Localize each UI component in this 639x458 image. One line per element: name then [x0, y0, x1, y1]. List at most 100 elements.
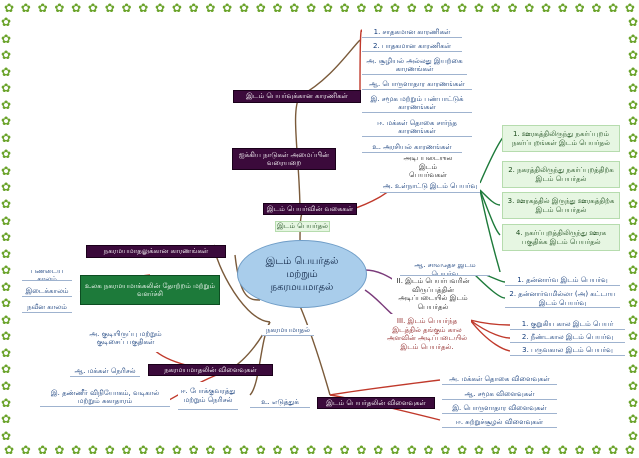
border-flower-icon: ✿	[255, 1, 266, 15]
border-flower-icon: ✿	[306, 443, 317, 457]
border-flower-icon: ✿	[322, 443, 333, 457]
internal-item: 1. ஊரகத்திலிருந்து நகர்ப்புறம் நகர்ப்புற…	[502, 125, 620, 152]
types-title: இடம் பெயர்வின் வகைகள்	[263, 203, 357, 215]
border-flower-icon: ✿	[574, 443, 585, 457]
border-flower-icon: ✿	[627, 345, 639, 360]
cause-item: அ. சூழியல் அல்லது இயற்கை காரணங்கள்	[362, 56, 467, 75]
border-flower-icon: ✿	[205, 1, 216, 15]
border-flower-icon: ✿	[423, 443, 434, 457]
border-flower-icon: ✿	[627, 213, 639, 228]
border-flower-icon: ✿	[0, 412, 12, 427]
cause-item: உ. அரசியல் காரணங்கள்	[362, 142, 462, 153]
top-border: ✿✿✿✿✿✿✿✿✿✿✿✿✿✿✿✿✿✿✿✿✿✿✿✿✿✿✿✿✿✿✿✿✿✿✿✿✿✿	[0, 0, 639, 16]
border-flower-icon: ✿	[0, 147, 12, 162]
motive-basis: II. இடம் பெயர்பவரின் விருப்பத்தின் அடிப்…	[392, 277, 474, 311]
urban-effect-item: ஈ. போக்குவரத்து மற்றும் நெரிசல்	[178, 382, 238, 410]
border-flower-icon: ✿	[0, 130, 12, 145]
border-flower-icon: ✿	[541, 443, 552, 457]
border-flower-icon: ✿	[524, 443, 535, 457]
border-flower-icon: ✿	[289, 443, 300, 457]
cause-item: 2. பாதகமான காரணிகள்	[362, 41, 462, 52]
border-flower-icon: ✿	[574, 1, 585, 15]
border-flower-icon: ✿	[188, 1, 199, 15]
duration-item: 1. குறுகிய கால இடம் பெயர்	[510, 319, 625, 330]
border-flower-icon: ✿	[306, 1, 317, 15]
central-topic: இடம் பெயர்தல் மற்றும் நகரமயமாதல்	[237, 240, 367, 308]
cause-item: ஆ. பொருளாதார காரணங்கள்	[362, 79, 472, 90]
border-flower-icon: ✿	[627, 15, 639, 29]
border-flower-icon: ✿	[627, 362, 639, 377]
border-flower-icon: ✿	[541, 1, 552, 15]
international-item: 2. தன்னார்வமில்லா (அ) கட்டாய இடம் பெயர்வ…	[505, 290, 620, 308]
basis-title: அடிப்படையில் இடம் பெயர்வுகள்	[400, 157, 456, 177]
international-item: 1. தன்னார்வ இடம் பெயர்வு	[505, 275, 620, 286]
border-flower-icon: ✿	[0, 64, 12, 79]
border-flower-icon: ✿	[0, 362, 12, 377]
border-flower-icon: ✿	[473, 443, 484, 457]
border-flower-icon: ✿	[627, 64, 639, 79]
internal-item: 3. ஊரகத்தில் இருந்து ஊரகத்திற்க இடம் பெய…	[502, 192, 620, 219]
effect-item: ஆ. சமூக விளைவுகள்	[442, 389, 557, 400]
border-flower-icon: ✿	[457, 443, 468, 457]
border-flower-icon: ✿	[423, 1, 434, 15]
border-flower-icon: ✿	[255, 443, 266, 457]
border-flower-icon: ✿	[54, 1, 65, 15]
border-flower-icon: ✿	[627, 31, 639, 46]
border-flower-icon: ✿	[0, 81, 12, 96]
border-flower-icon: ✿	[627, 197, 639, 212]
border-flower-icon: ✿	[0, 163, 12, 178]
internal-item: 2. நகரத்திலிருந்து நகர்ப்புறத்திற்க இடம்…	[502, 161, 620, 188]
types-subtitle: இடம் பெயர்தல்	[275, 221, 330, 232]
border-flower-icon: ✿	[0, 197, 12, 212]
left-border: ✿✿✿✿✿✿✿✿✿✿✿✿✿✿✿✿✿✿✿✿✿✿✿✿✿✿	[0, 16, 12, 442]
border-flower-icon: ✿	[591, 443, 602, 457]
border-flower-icon: ✿	[0, 279, 12, 294]
border-flower-icon: ✿	[507, 1, 518, 15]
border-flower-icon: ✿	[627, 163, 639, 178]
bottom-border: ✿✿✿✿✿✿✿✿✿✿✿✿✿✿✿✿✿✿✿✿✿✿✿✿✿✿✿✿✿✿✿✿✿✿✿✿✿✿	[0, 442, 639, 458]
border-flower-icon: ✿	[205, 443, 216, 457]
border-flower-icon: ✿	[507, 443, 518, 457]
border-flower-icon: ✿	[37, 443, 48, 457]
border-flower-icon: ✿	[627, 395, 639, 410]
border-flower-icon: ✿	[557, 443, 568, 457]
border-flower-icon: ✿	[0, 379, 12, 394]
border-flower-icon: ✿	[356, 1, 367, 15]
border-flower-icon: ✿	[171, 1, 182, 15]
border-flower-icon: ✿	[238, 443, 249, 457]
urbanization-label: நகரமயமாதல்	[262, 325, 314, 336]
border-flower-icon: ✿	[0, 15, 12, 29]
border-flower-icon: ✿	[155, 1, 166, 15]
border-flower-icon: ✿	[20, 443, 31, 457]
border-flower-icon: ✿	[627, 412, 639, 427]
cause-item: 1. சாதகமான காரணிகள்	[362, 27, 462, 38]
border-flower-icon: ✿	[71, 1, 82, 15]
cause-item: இ. சமூக மற்றும் பண்பாட்டுக் காரணங்கள்	[362, 94, 472, 113]
border-flower-icon: ✿	[289, 1, 300, 15]
border-flower-icon: ✿	[54, 443, 65, 457]
era-item: பண்டைய காலம்	[22, 270, 72, 281]
border-flower-icon: ✿	[71, 443, 82, 457]
border-flower-icon: ✿	[389, 1, 401, 15]
border-flower-icon: ✿	[627, 279, 639, 294]
border-flower-icon: ✿	[272, 1, 283, 15]
border-flower-icon: ✿	[0, 296, 12, 311]
border-flower-icon: ✿	[627, 246, 639, 261]
urban-effect-item: இ. தண்ணீர் விநியோகம், வடிகால் மற்றும் சு…	[40, 388, 170, 407]
urban-reasons-title: நகரமயமாதலுக்கான காரணங்கள்	[86, 245, 226, 258]
border-flower-icon: ✿	[0, 114, 12, 129]
border-flower-icon: ✿	[171, 443, 182, 457]
urban-effect-item: ஆ. மக்கள் நெரிசல்	[70, 366, 140, 377]
right-border: ✿✿✿✿✿✿✿✿✿✿✿✿✿✿✿✿✿✿✿✿✿✿✿✿✿✿	[627, 16, 639, 442]
border-flower-icon: ✿	[104, 443, 115, 457]
border-flower-icon: ✿	[627, 379, 639, 394]
border-flower-icon: ✿	[608, 443, 619, 457]
cause-item: ஈ. மக்கள் தொகை சார்ந்த காரணங்கள்	[362, 118, 472, 137]
border-flower-icon: ✿	[627, 114, 639, 129]
border-flower-icon: ✿	[4, 1, 15, 15]
border-flower-icon: ✿	[0, 97, 12, 112]
border-flower-icon: ✿	[322, 1, 333, 15]
causes-title: இடம் பெயர்வுக்கான காரணிகள்	[233, 90, 361, 103]
border-flower-icon: ✿	[121, 443, 132, 457]
border-flower-icon: ✿	[0, 246, 12, 261]
